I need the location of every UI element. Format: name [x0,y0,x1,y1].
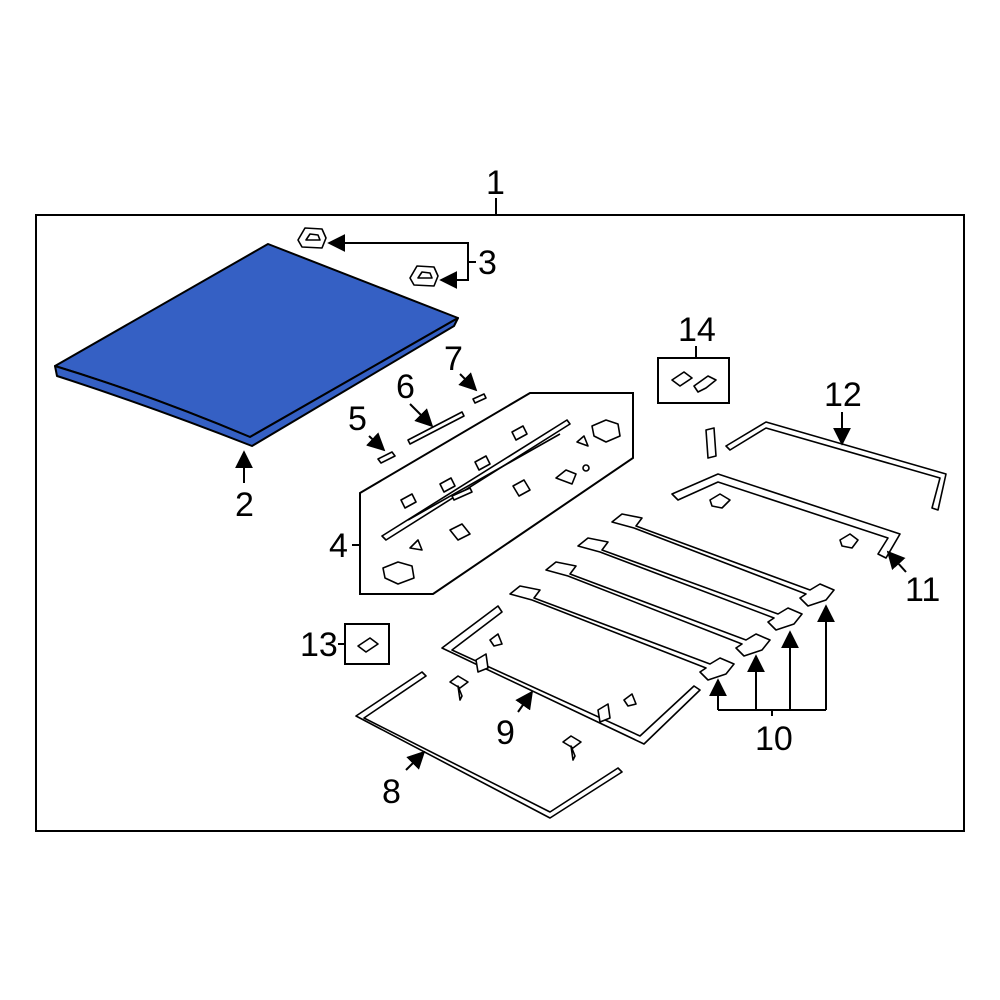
callout-5[interactable]: 5 [348,400,367,438]
callout-9[interactable]: 9 [496,714,515,752]
callout-4[interactable]: 4 [329,527,348,565]
hardware-kit-parts[interactable] [381,419,621,585]
cross-rail-3[interactable] [577,537,803,631]
callout-7[interactable]: 7 [444,340,463,378]
clip-13[interactable] [357,637,379,653]
callout-2[interactable]: 2 [235,486,254,524]
callout-6[interactable]: 6 [396,368,415,406]
callout-1[interactable]: 1 [486,164,505,202]
strip-6[interactable] [407,411,465,445]
hardware-kit-outline [359,392,634,595]
callout-12[interactable]: 12 [824,376,862,414]
callout-9-leader [515,690,534,713]
callout-10[interactable]: 10 [755,720,793,758]
cross-rail-4[interactable] [611,513,835,607]
seal-9[interactable] [441,605,701,745]
pad-7[interactable] [472,393,487,404]
callout-3-leader [327,234,469,262]
callout-11-leader [886,550,907,573]
roof-bracket-lower[interactable] [409,265,439,287]
seal-8[interactable] [355,671,623,819]
roof-panel-top [54,243,459,438]
assembly-frame [35,214,965,832]
callout-7-leader [458,372,478,392]
cross-rail-1[interactable] [509,585,735,681]
clip-14[interactable] [671,371,717,393]
callout-6-leader [409,403,434,428]
callout-8[interactable]: 8 [382,773,401,811]
callout-14[interactable]: 14 [678,311,716,349]
rear-rail-11[interactable] [671,427,901,559]
seal-12[interactable] [725,421,947,511]
roof-panel-edge [54,317,459,447]
callout-13[interactable]: 13 [300,626,338,664]
callout-8-leader [405,750,426,771]
push-pin-lower[interactable] [562,735,582,761]
roof-panel[interactable] [54,243,459,447]
callout-3[interactable]: 3 [478,244,497,282]
push-pin-upper[interactable] [449,675,469,701]
callout-11[interactable]: 11 [905,571,940,609]
callout-3-leader-2 [439,262,469,289]
cross-rail-2[interactable] [545,561,771,657]
clip-14-box [657,357,730,404]
pad-5[interactable] [377,451,396,464]
callout-5-leader [366,432,386,452]
roof-bracket-upper[interactable] [297,227,327,249]
